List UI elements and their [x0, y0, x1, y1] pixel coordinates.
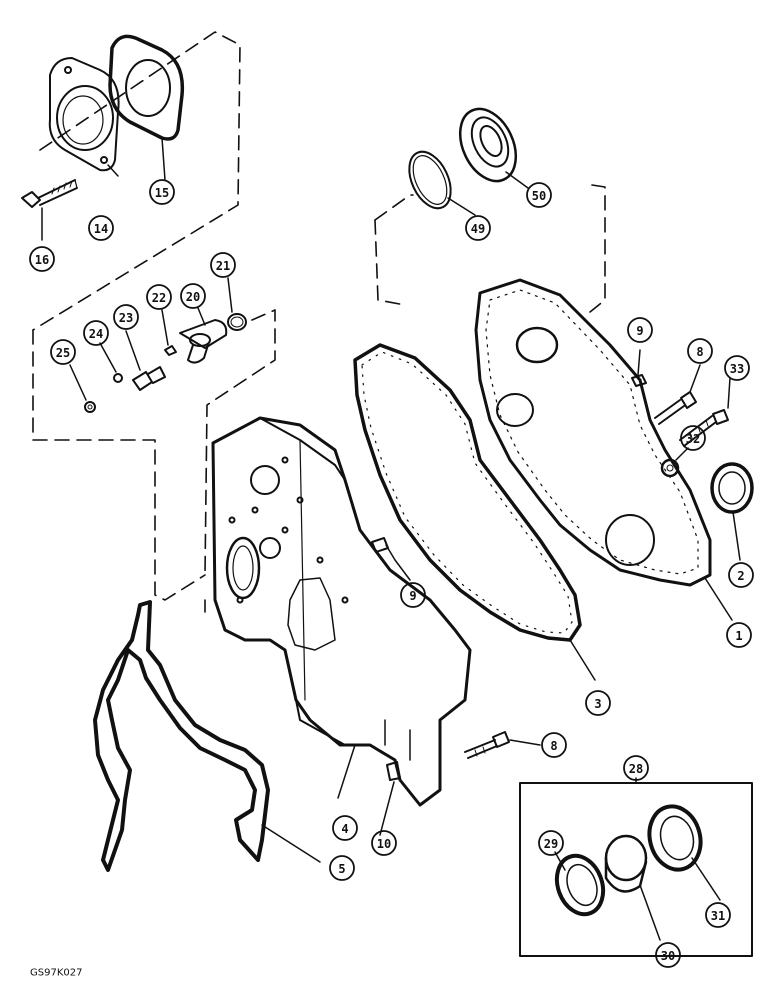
callout-50: 50 — [532, 189, 546, 203]
part-32-washer — [660, 447, 689, 478]
group-boundary-lines — [32, 31, 606, 613]
callout-10: 10 — [377, 837, 391, 851]
figure-code: GS97K027 — [30, 968, 82, 979]
callout-25: 25 — [56, 346, 70, 360]
callout-9-middle: 9 — [409, 589, 416, 603]
part-8-bolt-upper — [654, 364, 701, 425]
callout-8-lower: 8 — [550, 739, 557, 753]
callout-circles — [29, 179, 754, 968]
callout-14: 14 — [94, 222, 108, 236]
part-5-lower-gasket — [93, 600, 321, 872]
part-25-washer — [69, 364, 96, 413]
callout-31: 31 — [711, 909, 725, 923]
callout-20: 20 — [186, 290, 200, 304]
part-23-fitting — [125, 330, 166, 391]
callout-16: 16 — [35, 253, 49, 267]
part-9-bolt-middle — [371, 537, 411, 581]
part-9-bolt-upper — [631, 349, 647, 387]
part-10-dowel-pin — [379, 761, 401, 836]
part-24-o-ring — [99, 342, 123, 383]
part-33-bolt — [679, 377, 731, 447]
part-4-front-housing — [211, 416, 472, 807]
callout-30: 30 — [661, 949, 675, 963]
part-21-o-ring — [227, 277, 247, 331]
part-49-ring — [408, 150, 476, 216]
kit-28-box — [519, 777, 753, 957]
callout-28: 28 — [629, 762, 643, 776]
part-3-gasket — [353, 343, 596, 681]
part-16-bolt — [21, 179, 78, 241]
callout-29: 29 — [544, 837, 558, 851]
callout-9-upper: 9 — [636, 324, 643, 338]
part-8-bolt-lower — [464, 731, 541, 759]
part-2-seal — [710, 462, 754, 561]
callout-21: 21 — [216, 259, 230, 273]
part-15-cover-gasket — [108, 34, 185, 181]
callout-24: 24 — [89, 327, 103, 341]
part-50-seal — [458, 107, 529, 189]
part-1-gear-cover — [474, 278, 733, 621]
callout-32: 32 — [686, 432, 700, 446]
part-14-cover-plate — [48, 57, 120, 177]
part-30-sleeve — [604, 834, 661, 941]
callout-1: 1 — [735, 629, 742, 643]
callout-49: 49 — [471, 222, 485, 236]
callout-33: 33 — [730, 362, 744, 376]
callout-23: 23 — [119, 311, 133, 325]
callout-15: 15 — [155, 186, 169, 200]
callout-8-upper: 8 — [696, 345, 703, 359]
part-20-elbow-fitting — [179, 307, 228, 364]
callout-3: 3 — [594, 697, 601, 711]
callout-2: 2 — [737, 569, 744, 583]
part-22-plug — [161, 309, 177, 356]
callout-22: 22 — [152, 291, 166, 305]
callout-4: 4 — [341, 822, 348, 836]
part-31-seal — [647, 804, 721, 901]
callout-5: 5 — [338, 862, 345, 876]
part-29-seal — [554, 851, 606, 917]
